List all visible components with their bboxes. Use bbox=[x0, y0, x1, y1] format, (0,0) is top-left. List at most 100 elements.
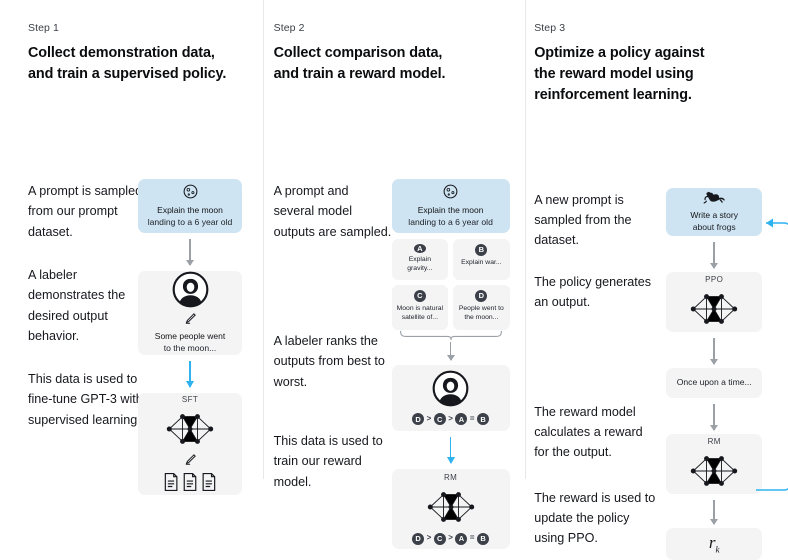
step-1-title-line-1: Collect demonstration data, bbox=[28, 45, 215, 61]
step-2-title-line-1: Collect comparison data, bbox=[273, 45, 443, 61]
step-3-rm-tag: RM bbox=[707, 436, 721, 446]
rm-rank-badge-1: D bbox=[412, 532, 425, 545]
step-1-labeler-card[interactable]: Some people went to the moon... bbox=[138, 270, 242, 355]
step-3-title-line-1: Optimize a policy against bbox=[534, 45, 705, 61]
step-2-prose-1: A prompt and several model outputs are s… bbox=[273, 183, 392, 239]
rm-rank-op-1: > bbox=[426, 533, 432, 543]
step-2-label: Step 2 bbox=[273, 22, 305, 34]
step-1-title-line-2: and train a supervised policy. bbox=[28, 65, 227, 82]
step-2-options-grid: A Explain gravity... B Explain war... C … bbox=[391, 238, 510, 330]
step-3-title-line-2: the reward model using bbox=[534, 65, 694, 82]
step-3-prose-3: The reward model calculates a reward for… bbox=[534, 404, 643, 460]
step-3-column: Step 3 Optimize a policy against the rew… bbox=[525, 0, 788, 560]
option-text-c: Moon is natural satellite of... bbox=[396, 304, 444, 321]
step-2-ranking-card[interactable]: D > C > A = B bbox=[391, 364, 510, 431]
step-3-label: Step 3 bbox=[534, 22, 566, 34]
step-2-arrow-1 bbox=[446, 341, 456, 361]
step-2-rm-ranking-row: D > C > A = B bbox=[412, 532, 490, 545]
rm-rank-badge-4: B bbox=[477, 532, 490, 545]
person-icon bbox=[172, 271, 209, 308]
step-1-prompt-line-1: Explain the moon bbox=[157, 205, 223, 216]
step-1-arrow-1 bbox=[185, 238, 195, 266]
pencil-icon bbox=[183, 449, 198, 467]
step-2-body: A prompt and several model outputs are s… bbox=[264, 101, 526, 549]
step-3-prompt-line-2: about frogs bbox=[692, 221, 736, 232]
step-2-prose-3: This data is used to train our reward mo… bbox=[273, 433, 383, 489]
step-3-ppo-card[interactable]: PPO bbox=[666, 271, 763, 332]
step-2-title-line-2: and train a reward model. bbox=[273, 65, 446, 82]
step-1-demo-line-1: Some people went bbox=[154, 331, 226, 342]
step-1-sft-card[interactable]: SFT bbox=[138, 392, 242, 495]
step-3-arrow-4 bbox=[709, 499, 719, 525]
frog-icon bbox=[703, 190, 725, 205]
step-3-rm-card[interactable]: RM bbox=[666, 433, 763, 494]
step-3-title: Optimize a policy against the reward mod… bbox=[534, 43, 788, 106]
option-card-d[interactable]: D People went to the moon... bbox=[453, 284, 510, 330]
step-1-prose-3: This data is used to fine-tune GPT-3 wit… bbox=[28, 371, 143, 427]
step-3-output-card[interactable]: Once upon a time... bbox=[666, 367, 763, 398]
step-3-prose-1: A new prompt is sampled from the dataset… bbox=[534, 192, 632, 248]
option-badge-c: C bbox=[413, 289, 426, 302]
rm-rank-op-3: = bbox=[469, 533, 475, 543]
option-card-b[interactable]: B Explain war... bbox=[453, 238, 510, 280]
moon-icon bbox=[182, 183, 199, 200]
step-3-reward-card[interactable]: rk bbox=[666, 527, 763, 560]
option-badge-b: B bbox=[475, 243, 488, 256]
rank-badge-3: A bbox=[455, 413, 468, 426]
documents-icon bbox=[163, 467, 217, 493]
step-2-rm-tag: RM bbox=[443, 472, 458, 482]
rank-badge-1: D bbox=[412, 413, 425, 426]
step-1-arrow-2 bbox=[185, 360, 195, 388]
step-2-arrow-2 bbox=[446, 436, 456, 464]
option-badge-d: D bbox=[475, 289, 488, 302]
step-3-prompt-line-1: Write a story bbox=[690, 210, 738, 221]
step-1-prose-1: A prompt is sampled from our prompt data… bbox=[28, 183, 143, 239]
rank-op-1: > bbox=[426, 413, 432, 423]
option-text-a: Explain gravity... bbox=[407, 256, 433, 272]
step-3-prose-4: The reward is used to update the policy … bbox=[534, 490, 656, 546]
moon-icon bbox=[442, 183, 459, 200]
step-3-arrow-2 bbox=[709, 337, 719, 365]
rank-badge-2: C bbox=[433, 413, 446, 426]
brace-icon bbox=[392, 330, 510, 341]
step-1-demo-line-2: to the moon... bbox=[163, 342, 217, 353]
option-badge-a: A bbox=[413, 243, 426, 254]
step-2-prose-2: A labeler ranks the outputs from best to… bbox=[273, 333, 385, 389]
step-3-prompt-card[interactable]: Write a story about frogs bbox=[666, 187, 763, 236]
option-card-c[interactable]: C Moon is natural satellite of... bbox=[391, 284, 449, 330]
step-3-output-text: Once upon a time... bbox=[676, 376, 752, 387]
rank-op-2: > bbox=[448, 413, 453, 423]
pencil-icon bbox=[183, 308, 198, 326]
option-text-d: People went to the moon... bbox=[458, 304, 504, 321]
rm-rank-badge-2: C bbox=[433, 532, 446, 545]
step-2-title: Collect comparison data, and train a rew… bbox=[274, 43, 526, 85]
step-2-prompt-line-2: landing to a 6 year old bbox=[408, 216, 493, 227]
rank-op-3: = bbox=[469, 413, 475, 423]
step-1-title: Collect demonstration data, and train a … bbox=[28, 43, 263, 85]
neural-network-icon bbox=[422, 487, 480, 527]
step-3-title-line-3: reinforcement learning. bbox=[534, 86, 692, 103]
step-2-prompt-card[interactable]: Explain the moon landing to a 6 year old bbox=[391, 178, 510, 233]
reward-symbol: rk bbox=[708, 532, 720, 555]
rm-rank-op-2: > bbox=[448, 533, 453, 543]
option-card-a[interactable]: A Explain gravity... bbox=[391, 238, 449, 280]
person-icon bbox=[432, 370, 469, 407]
step-1-prompt-card[interactable]: Explain the moon landing to a 6 year old bbox=[138, 178, 242, 233]
neural-network-icon bbox=[685, 289, 743, 329]
step-1-body: A prompt is sampled from our prompt data… bbox=[0, 101, 263, 501]
step-1-column: Step 1 Collect demonstration data, and t… bbox=[0, 0, 263, 495]
step-1-sft-tag: SFT bbox=[181, 394, 199, 404]
step-3-body: A new prompt is sampled from the dataset… bbox=[526, 106, 788, 560]
step-2-column: Step 2 Collect comparison data, and trai… bbox=[262, 0, 526, 549]
step-3-ppo-tag: PPO bbox=[705, 274, 724, 284]
step-2-flow: Explain the moon landing to a 6 year old… bbox=[391, 101, 510, 549]
step-1-prompt-line-2: landing to a 6 year old bbox=[147, 216, 233, 227]
step-3-arrow-3 bbox=[709, 403, 719, 431]
step-1-prose-2: A labeler demonstrates the desired outpu… bbox=[28, 267, 126, 343]
rm-rank-badge-3: A bbox=[455, 532, 468, 545]
neural-network-icon bbox=[161, 409, 219, 449]
step-2-rm-card[interactable]: RM bbox=[391, 468, 510, 549]
step-1-label: Step 1 bbox=[28, 22, 59, 34]
step-3-arrow-1 bbox=[709, 241, 719, 269]
